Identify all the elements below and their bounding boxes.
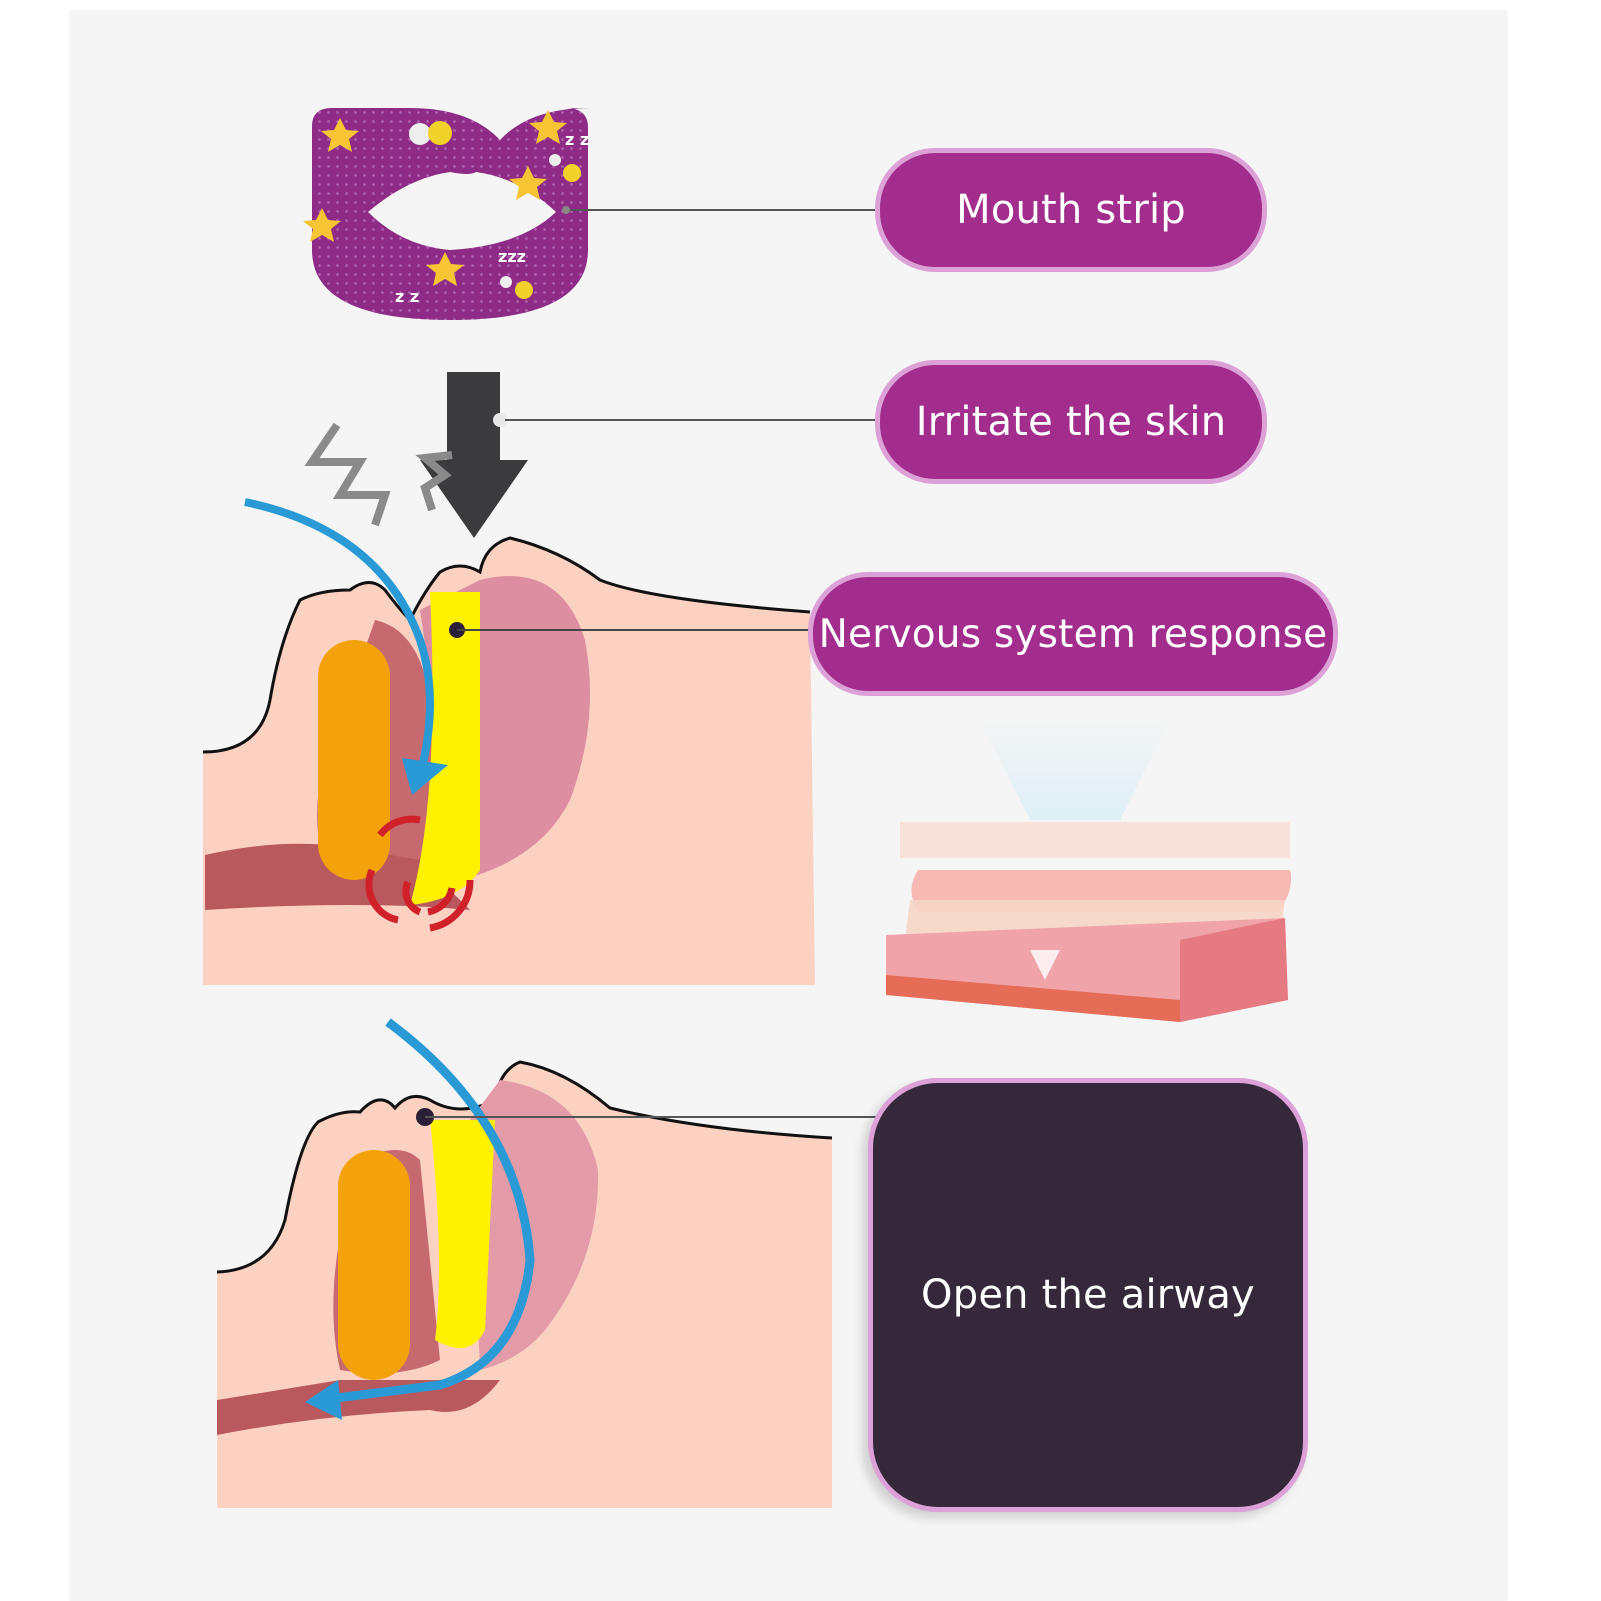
svg-text:z z: z z bbox=[565, 130, 589, 149]
zzz-icons: z z zzz z z bbox=[395, 130, 589, 306]
svg-text:z z: z z bbox=[395, 287, 419, 306]
vibration-waves-icon bbox=[365, 815, 474, 932]
mouth-opening bbox=[368, 172, 556, 250]
label-nervous-response: Nervous system response bbox=[808, 572, 1338, 696]
star-icons bbox=[303, 110, 567, 286]
head-open-illustration bbox=[216, 1018, 880, 1508]
label-mouth-strip: Mouth strip bbox=[875, 148, 1267, 272]
label-open-airway: Open the airway bbox=[868, 1078, 1308, 1512]
label-irritate-skin: Irritate the skin bbox=[875, 360, 1267, 484]
down-arrow-icon bbox=[420, 372, 875, 538]
skin-layers-illustration bbox=[886, 720, 1292, 1022]
svg-text:zzz: zzz bbox=[498, 247, 526, 266]
moon-icons bbox=[409, 121, 581, 299]
snore-zigzag-icon bbox=[304, 422, 453, 527]
head-obstructed-illustration bbox=[202, 498, 815, 985]
mouth-strip-image: z z zzz z z bbox=[303, 108, 875, 320]
